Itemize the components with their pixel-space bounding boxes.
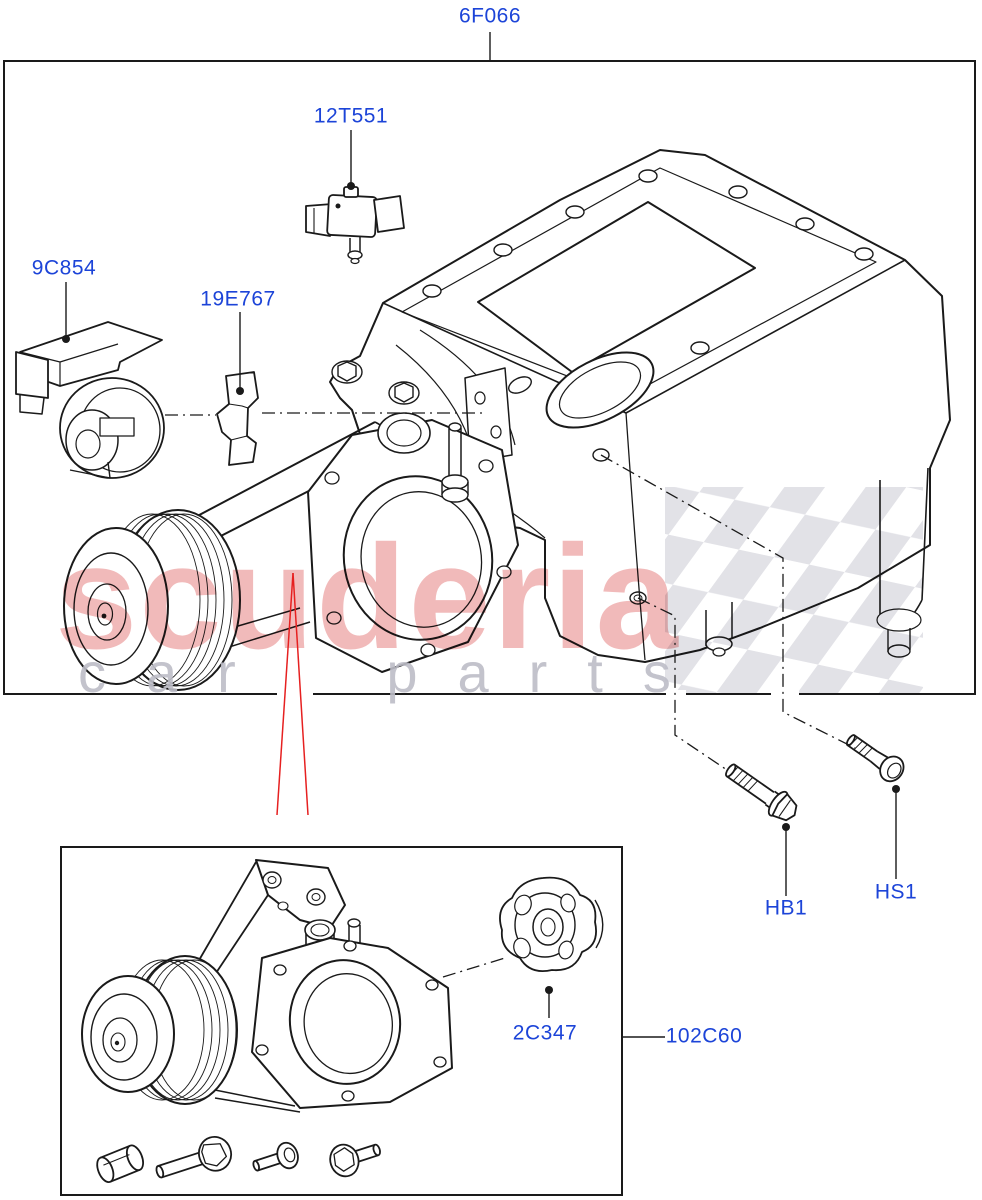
alignment-lines: [165, 412, 856, 978]
bolt-hs1-drawing: [845, 734, 905, 783]
bracket-19e767-drawing: [216, 371, 259, 466]
kit-water-pump-drawing: [81, 859, 453, 1113]
kit-box: [60, 846, 623, 1196]
checkered-flag-watermark: [665, 487, 923, 693]
part-label-hb1[interactable]: HB1: [764, 896, 808, 920]
kit-hardware-drawing: [96, 1136, 381, 1183]
border-gaps: [277, 690, 799, 699]
part-label-2c347[interactable]: 2C347: [512, 1021, 578, 1045]
red-pointer-lines: [276, 572, 309, 816]
part-label-hs1[interactable]: HS1: [874, 880, 918, 904]
coupling-2c347-drawing: [499, 876, 604, 973]
part-label-6f066[interactable]: 6F066: [458, 4, 522, 28]
part-label-19e767[interactable]: 19E767: [200, 287, 276, 311]
sensor-12t551-drawing: [305, 186, 405, 265]
watermark-subtitle: car parts: [78, 641, 711, 704]
part-label-102c60[interactable]: 102C60: [665, 1024, 743, 1048]
water-pump-assembly-drawing: [63, 412, 519, 691]
part-label-9c854[interactable]: 9C854: [31, 256, 97, 280]
actuator-9c854-drawing: [15, 321, 165, 479]
leader-dots: [62, 182, 900, 994]
leader-lines: [65, 32, 897, 1038]
part-label-12t551[interactable]: 12T551: [313, 104, 389, 128]
watermark-brand: scuderia: [55, 515, 680, 680]
bolt-hb1-drawing: [725, 763, 798, 822]
